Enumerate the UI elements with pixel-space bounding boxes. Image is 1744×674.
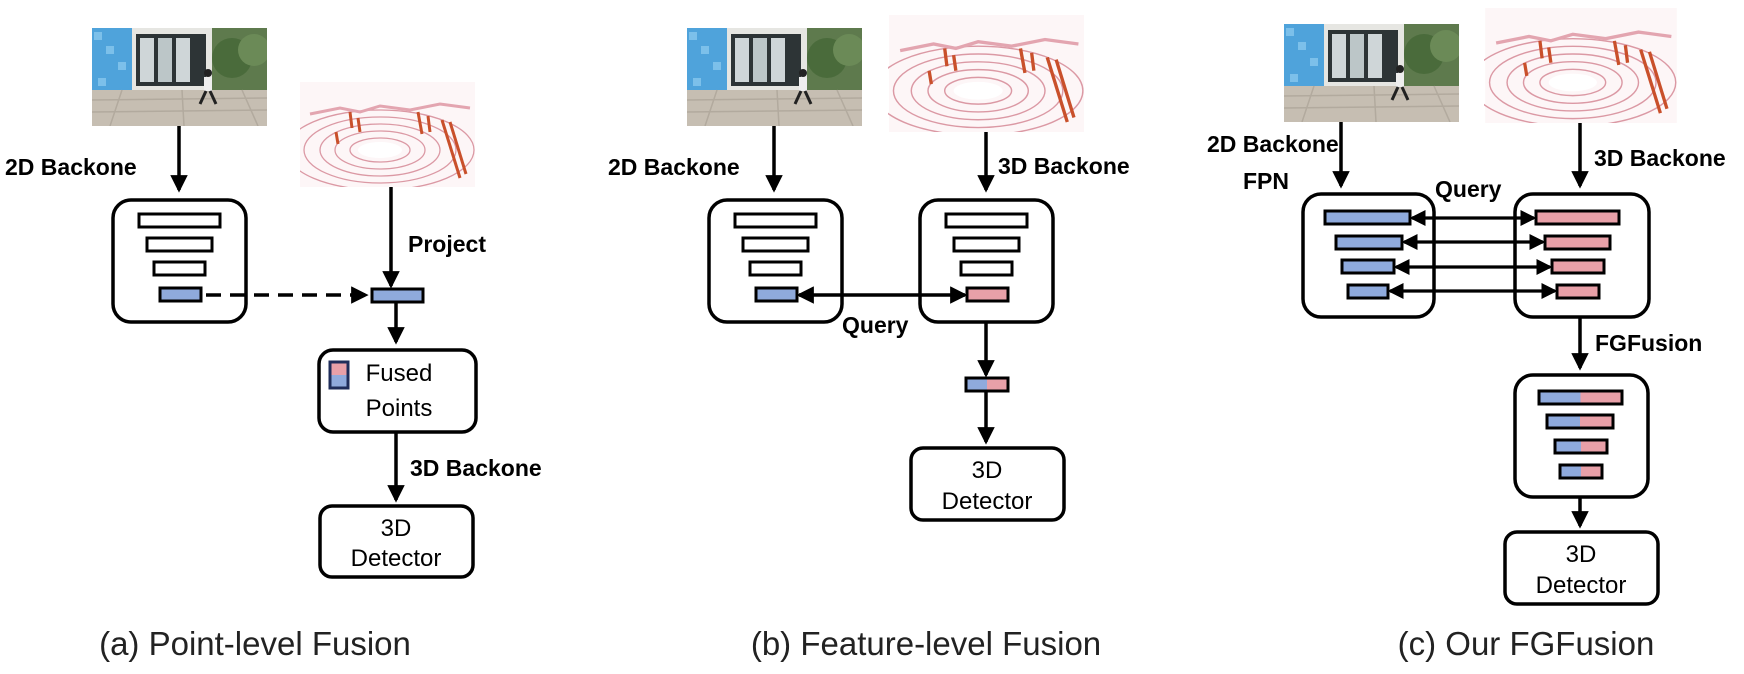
caption-b: (b) Feature-level Fusion <box>751 625 1101 662</box>
detector-line2-a: Detector <box>351 545 442 572</box>
point-backbone-box-b <box>918 198 1055 324</box>
detector-line1-b: 3D <box>972 457 1003 484</box>
image-feature-b <box>754 286 799 303</box>
label-3d-backbone-b: 3D Backone <box>998 153 1130 179</box>
fused-feature-b <box>964 376 1010 393</box>
caption-c: (c) Our FGFusion <box>1398 625 1655 662</box>
camera-image-a <box>92 28 267 126</box>
lidar-image-c <box>1484 8 1678 123</box>
fused-feature-icon <box>328 360 350 390</box>
lidar-image-b <box>888 15 1085 132</box>
detector-box-c: 3D Detector <box>1503 530 1660 606</box>
detector-box-a: 3D Detector <box>318 504 475 579</box>
fused-pyramid-box-c <box>1513 373 1650 499</box>
label-fpn-c: FPN <box>1243 168 1289 194</box>
label-fgfusion-c: FGFusion <box>1595 330 1702 356</box>
lidar-image-a <box>300 82 475 187</box>
fused-points-box-a: Fused Points <box>317 348 478 434</box>
label-3d-backbone-a: 3D Backone <box>410 455 542 481</box>
image-backbone-box-a <box>111 198 248 324</box>
camera-image-b <box>687 28 862 126</box>
caption-a: (a) Point-level Fusion <box>99 625 411 662</box>
detector-line2-b: Detector <box>942 488 1033 515</box>
detector-line2-c: Detector <box>1536 572 1627 599</box>
fused-label-line2: Points <box>366 395 433 422</box>
panel-b-feature-level-fusion: 2D Backone 3D Backone Query 3D Detector <box>608 15 1130 662</box>
detector-line1-a: 3D <box>381 515 412 542</box>
camera-image-c <box>1284 24 1459 122</box>
image-backbone-box-b <box>707 198 844 324</box>
image-feature-a <box>158 286 203 303</box>
label-2d-backbone-b: 2D Backone <box>608 154 740 180</box>
label-3d-backbone-c: 3D Backone <box>1594 145 1726 171</box>
panel-c-fgfusion: 2D Backone FPN 3D Backone Query FGFusion <box>1207 8 1726 662</box>
fused-label-line1: Fused <box>366 360 433 387</box>
label-project-a: Project <box>408 231 486 257</box>
label-2d-backbone-a: 2D Backone <box>5 154 137 180</box>
multiscale-query-arrows-c <box>1387 210 1558 299</box>
label-query-c: Query <box>1435 176 1502 202</box>
projected-point-feature-a <box>370 287 425 304</box>
detector-line1-c: 3D <box>1566 541 1597 568</box>
point-feature-b <box>965 286 1010 303</box>
label-2d-backbone-c: 2D Backone <box>1207 131 1339 157</box>
label-query-b: Query <box>842 312 909 338</box>
panel-a-point-level-fusion: 2D Backone Project Fused Points 3D Backo… <box>5 28 542 662</box>
image-fpn-box-c <box>1301 192 1436 319</box>
point-backbone-box-c <box>1513 192 1651 319</box>
detector-box-b: 3D Detector <box>909 446 1066 522</box>
